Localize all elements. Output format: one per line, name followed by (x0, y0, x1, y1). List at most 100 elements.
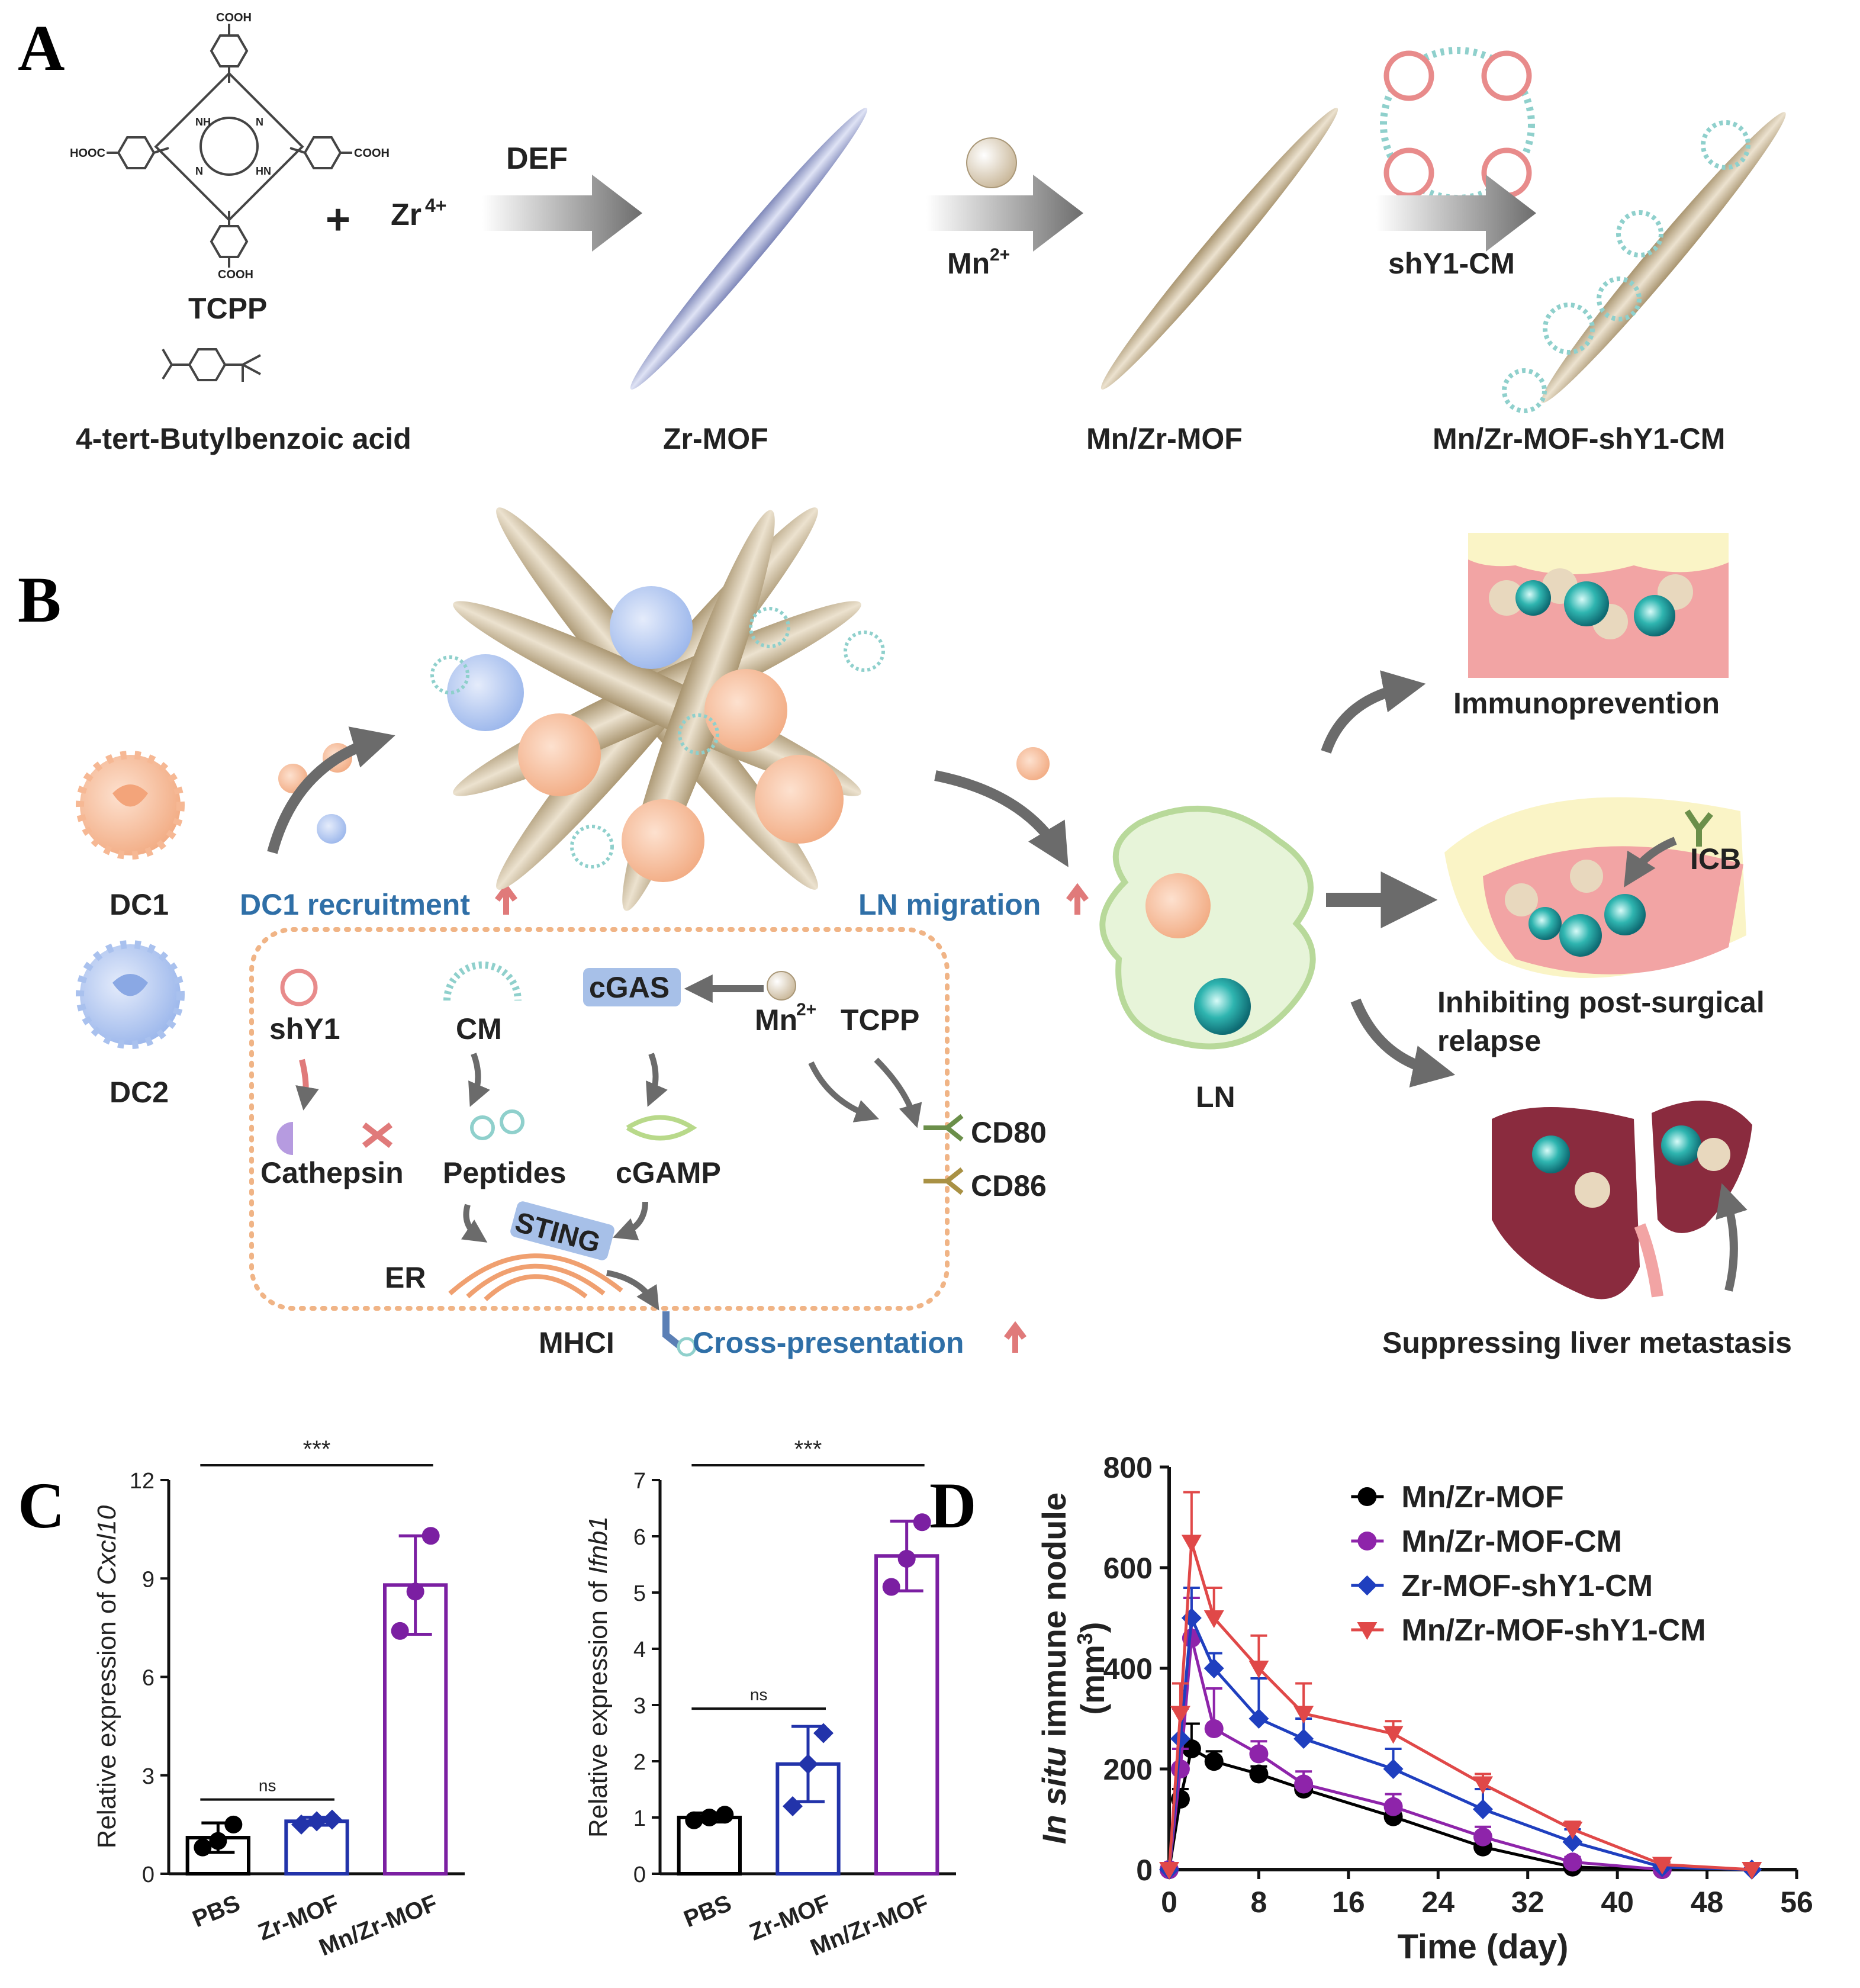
mn-ion-ball (966, 137, 1017, 188)
butylbenzoic-acid-structure (162, 348, 261, 382)
data-point (1473, 1776, 1493, 1794)
x-tick-label: 16 (1332, 1886, 1365, 1919)
legend-label: Mn/Zr-MOF-shY1-CM (1401, 1613, 1705, 1648)
cd80-label: CD80 (971, 1116, 1047, 1149)
cgas-arrow (646, 1053, 668, 1107)
up-arrow-recruitment (495, 883, 517, 915)
data-point (1248, 1661, 1269, 1678)
data-point (897, 1550, 916, 1568)
y-tick-label: 5 (633, 1581, 646, 1606)
data-point (1383, 1797, 1403, 1816)
y-tick-label: 0 (1136, 1854, 1153, 1887)
er-label: ER (385, 1261, 426, 1294)
tcpp-n-2: N (195, 165, 203, 177)
data-point (1170, 1706, 1190, 1724)
y-axis-title: In situ immune nodule (1035, 1492, 1073, 1844)
data-point (1204, 1719, 1224, 1738)
data-point (1563, 1852, 1582, 1872)
y-axis-unit: (mm3) (1073, 1622, 1112, 1715)
bar (874, 1554, 939, 1876)
cross-presentation-label: Cross-presentation (693, 1326, 964, 1359)
step2-ion: Mn (947, 247, 990, 280)
cgas-label: cGAS (589, 971, 670, 1004)
x-tick-label: 24 (1421, 1886, 1454, 1919)
data-point (1170, 1729, 1190, 1749)
data-point (1562, 1832, 1583, 1852)
cgas-box (583, 968, 681, 1006)
shy1-arrow (295, 1059, 319, 1111)
data-point (406, 1582, 424, 1601)
y-tick-label: 12 (130, 1469, 155, 1494)
zr-ion: Zr (391, 198, 421, 232)
acid-label: 4-tert-Butylbenzoic acid (76, 422, 411, 455)
ln-migration-label: LN migration (858, 888, 1041, 921)
step3-label: shY1-CM (1388, 247, 1515, 280)
x-category-label: PBS (680, 1890, 735, 1933)
liver-illustration (1492, 1101, 1752, 1299)
x-tick-label: 56 (1780, 1886, 1813, 1919)
peptides-label: Peptides (443, 1156, 566, 1189)
product-zr-mof: Zr-MOF (663, 422, 768, 455)
mn-charge-b: 2+ (796, 1000, 816, 1019)
y-tick-label: 7 (633, 1469, 646, 1494)
y-tick-label: 4 (633, 1638, 646, 1662)
cgamp-icon (626, 1115, 697, 1141)
mn-cd80-arrow-1 (808, 1061, 880, 1122)
data-point (1249, 1744, 1269, 1764)
data-point (1182, 1739, 1201, 1758)
er-structure (448, 1253, 623, 1301)
mhci-peptide-icon (677, 1337, 697, 1357)
data-point (1473, 1827, 1492, 1847)
plus-sign: + (326, 196, 350, 243)
data-point (1170, 1759, 1190, 1778)
y-tick-label: 9 (142, 1567, 155, 1592)
significance-label: *** (794, 1436, 822, 1462)
data-point (1357, 1532, 1377, 1550)
up-arrow-migration (1066, 883, 1089, 915)
y-tick-label: 0 (142, 1862, 155, 1887)
series-line (1167, 1746, 1662, 1871)
panel-b: B DC1 DC2 DC1 recruitment (18, 507, 1792, 1359)
y-tick-label: 6 (633, 1525, 646, 1550)
panel-label-b: B (18, 564, 61, 636)
mn-cd80-arrow-2 (874, 1057, 922, 1128)
data-point (1248, 1709, 1269, 1729)
tcpp-label-b: TCPP (841, 1003, 919, 1037)
data-point (1181, 1535, 1202, 1553)
tcpp-cooh-top: COOH (216, 11, 252, 24)
shy1-icon (280, 969, 318, 1006)
data-point (391, 1622, 409, 1640)
data-point (1203, 1610, 1224, 1628)
y-tick-label: 800 (1103, 1451, 1153, 1484)
cathepsin-block-icon (362, 1122, 393, 1148)
outcome-relapse-line1: Inhibiting post-surgical (1437, 986, 1765, 1019)
step2-charge: 2+ (990, 245, 1010, 265)
arrow-step-1 (482, 175, 642, 252)
dc1-label: DC1 (110, 888, 169, 921)
sting-box (510, 1201, 614, 1260)
y-tick-label: 400 (1103, 1652, 1153, 1685)
cgamp-label: cGAMP (616, 1156, 721, 1189)
lymph-node (1099, 806, 1316, 1050)
x-axis-title: Time (day) (1397, 1928, 1568, 1966)
data-point (913, 1513, 931, 1532)
y-tick-label: 600 (1103, 1552, 1153, 1585)
tcpp-cooh-left: HOOC (70, 147, 105, 160)
dc1-cell (76, 751, 185, 860)
cgamp-to-sting-arrow (613, 1201, 648, 1241)
data-point (716, 1806, 734, 1824)
step1-label: DEF (506, 141, 568, 176)
data-point (194, 1838, 212, 1857)
outcome-immunoprevention: Immunoprevention (1453, 687, 1720, 720)
data-point (1357, 1575, 1378, 1595)
cd86-icon (923, 1167, 964, 1195)
data-point (421, 1527, 440, 1545)
y-tick-label: 3 (633, 1694, 646, 1719)
data-point (1293, 1706, 1314, 1724)
data-point (307, 1811, 327, 1832)
y-axis-title: Relative expression of Cxcl10 (92, 1505, 121, 1848)
cd80-icon (923, 1114, 964, 1142)
migration-arrow (934, 770, 1069, 867)
mn-zr-mof-rod (1100, 108, 1338, 390)
